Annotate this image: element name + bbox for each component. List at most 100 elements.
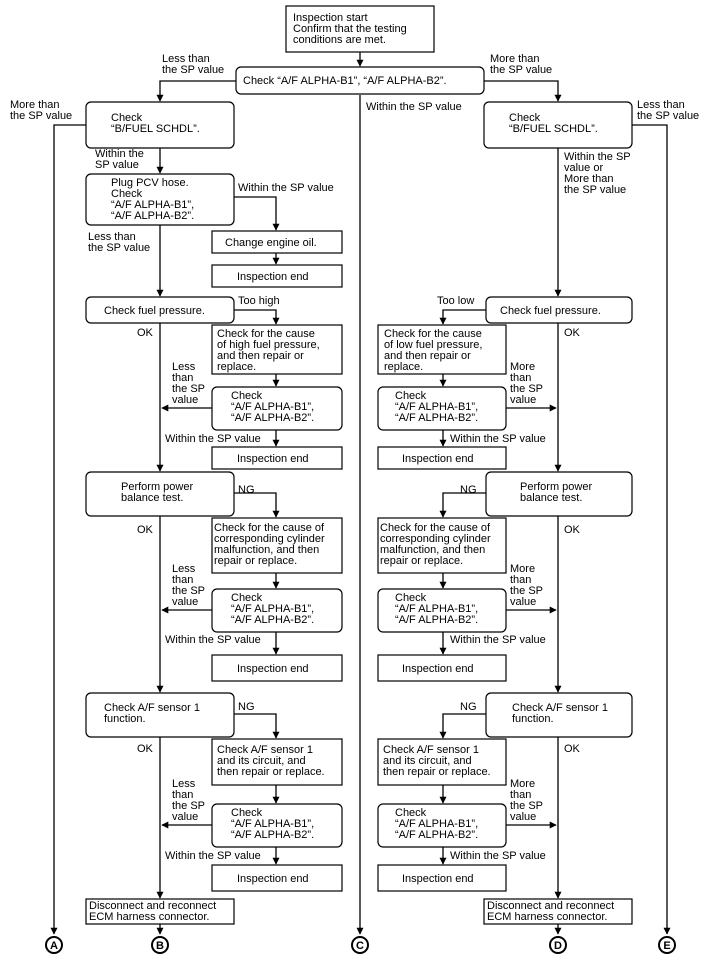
text-line: Within the SP value (450, 850, 546, 862)
text-line: function. (104, 713, 146, 725)
text-line: Within the SP value (450, 433, 546, 445)
text-line: of high fuel pressure, (217, 339, 320, 351)
right-recheck-2-box: Check“A/F ALPHA-B1”,“A/F ALPHA-B2”. (377, 588, 507, 633)
text-line: balance test. (121, 492, 183, 504)
text-line: “A/F ALPHA-B2”. (395, 829, 478, 841)
text-line: More (510, 361, 535, 373)
text-line: then repair or replace. (383, 766, 491, 778)
text-line: Within the SP value (238, 182, 334, 194)
right-recheck-1-box: Check“A/F ALPHA-B1”,“A/F ALPHA-B2”. (377, 386, 507, 431)
box-text: Check fuel pressure. (104, 305, 205, 317)
text-line: the SP value (162, 64, 224, 76)
text-line: the SP (510, 800, 543, 812)
box-text: Check“A/F ALPHA-B1”,“A/F ALPHA-B2”. (395, 390, 478, 424)
text-line: value (510, 596, 536, 608)
text-line: Check (395, 592, 427, 604)
text-line: Check A/F sensor 1 (217, 744, 313, 756)
box-text: Inspection end (402, 663, 474, 675)
box-text: Check fuel pressure. (500, 305, 601, 317)
change-oil-box: Change engine oil. (211, 230, 343, 254)
edge-label: Within the SP value (450, 433, 546, 445)
text-line: More (510, 778, 535, 790)
edge-label: OK (137, 743, 154, 755)
text-line: than (510, 574, 531, 586)
text-line: Inspection end (237, 663, 309, 675)
text-line: the SP (510, 585, 543, 597)
text-line: Check A/F sensor 1 (512, 702, 608, 714)
box-text: Check “A/F ALPHA-B1”, “A/F ALPHA-B2”. (243, 75, 447, 87)
text-line: Confirm that the testing (293, 23, 407, 35)
text-line: conditions are met. (293, 34, 386, 46)
text-line: the SP value (88, 242, 150, 254)
text-line: the SP value (490, 64, 552, 76)
edge-label: Within the SP value (165, 433, 261, 445)
right-end-1-box: Inspection end (377, 446, 507, 470)
text-line: “A/F ALPHA-B1”, (395, 603, 478, 615)
text-line: Plug PCV hose. (111, 177, 189, 189)
text-line: Check (395, 390, 427, 402)
text-line: and then repair or (384, 350, 471, 362)
edge-label: Within the SP value (450, 634, 546, 646)
edge-label: Within the SP value (366, 101, 462, 113)
text-line: “A/F ALPHA-B1”, (395, 818, 478, 830)
connector-d: D (549, 936, 567, 954)
text-line: Check (111, 112, 143, 124)
right-check-schdl-box: Check“B/FUEL SCHDL”. (483, 101, 633, 149)
text-line: SP value (95, 159, 139, 171)
text-line: OK (137, 743, 154, 755)
text-line: the SP value (564, 184, 626, 196)
text-line: Within the (95, 148, 144, 160)
box-text: Check“A/F ALPHA-B1”,“A/F ALPHA-B2”. (231, 390, 314, 424)
edge-label: Too high (238, 295, 280, 307)
text-line: Check (231, 807, 263, 819)
left-check-schdl-box: Check“B/FUEL SCHDL”. (85, 101, 235, 149)
text-line: repair or replace. (380, 555, 463, 567)
connector-e: E (658, 936, 676, 954)
box-text: Change engine oil. (225, 237, 317, 249)
connector-d-label: D (554, 940, 562, 952)
left-recheck-2-box: Check“A/F ALPHA-B1”,“A/F ALPHA-B2”. (211, 588, 343, 633)
text-line: malfunction, and then (214, 544, 319, 556)
text-line: Check (231, 592, 263, 604)
text-line: “A/F ALPHA-B1”, (231, 818, 314, 830)
left-recheck-3-box: Check“A/F ALPHA-B1”,“A/F ALPHA-B2”. (211, 803, 343, 848)
text-line: “A/F ALPHA-B1”, (231, 401, 314, 413)
text-line: the SP value (10, 110, 72, 122)
text-line: Change engine oil. (225, 237, 317, 249)
box-text: Inspection end (402, 873, 474, 885)
text-line: Within the SP value (165, 634, 261, 646)
box-text: Check“B/FUEL SCHDL”. (111, 112, 200, 135)
connector-b: B (151, 936, 169, 954)
text-line: Inspection end (402, 663, 474, 675)
edge-label: Within the SP value (450, 850, 546, 862)
text-line: and its circuit, and (383, 755, 472, 767)
connector-a: A (45, 936, 63, 954)
text-line: than (172, 372, 193, 384)
text-line: More (510, 563, 535, 575)
text-line: Inspection end (237, 453, 309, 465)
text-line: repair or replace. (214, 555, 297, 567)
text-line: Within the SP value (366, 101, 462, 113)
text-line: Less (172, 778, 196, 790)
text-line: malfunction, and then (380, 544, 485, 556)
text-line: Within the SP value (165, 850, 261, 862)
edge-label: Within the SP value (238, 182, 334, 194)
edge-label: NG (460, 484, 477, 496)
text-line: Check A/F sensor 1 (383, 744, 479, 756)
check-alpha-top-box: Check “A/F ALPHA-B1”, “A/F ALPHA-B2”. (235, 66, 485, 95)
connector-lines (50, 52, 671, 935)
text-line: “A/F ALPHA-B2”. (395, 412, 478, 424)
